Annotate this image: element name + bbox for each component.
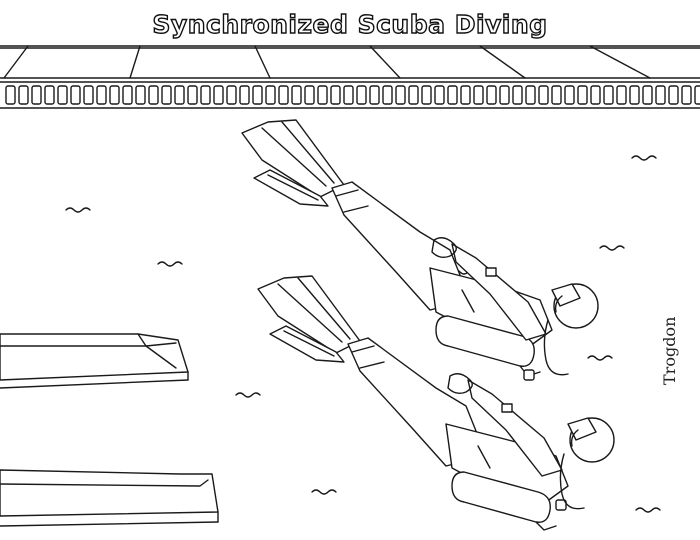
pool-tile [512,85,523,105]
pool-tile [434,85,445,105]
pool-tile [473,85,484,105]
pool-tile [135,85,146,105]
pool-tile [317,85,328,105]
pool-tile [213,85,224,105]
pool-tile [525,85,536,105]
pool-tile [122,85,133,105]
pool-tile [499,85,510,105]
artist-signature: Trogdon [660,316,679,385]
pool-tile [629,85,640,105]
pool-tile [421,85,432,105]
pool-tile [668,85,679,105]
pool-tile [356,85,367,105]
pool-tile [681,85,692,105]
pool-tile [343,85,354,105]
pool-tile [369,85,380,105]
pool-tile [382,85,393,105]
pool-tile [538,85,549,105]
pool-tile [226,85,237,105]
pool-tile [616,85,627,105]
pool-tile [239,85,250,105]
pool-tile [655,85,666,105]
pool-tile [603,85,614,105]
pool-tile [265,85,276,105]
pool-tile [109,85,120,105]
pool-tile-row [0,81,700,109]
pool-tile [577,85,588,105]
diving-board-lower [0,469,219,527]
pool-tile [18,85,29,105]
pool-tile [5,85,16,105]
cartoon-title: Synchronized Scuba Diving [152,9,548,39]
pool-tile [161,85,172,105]
pool-tile [278,85,289,105]
pool-tile [460,85,471,105]
pool-tile [590,85,601,105]
pool-tile [395,85,406,105]
pool-tile [187,85,198,105]
pool-tile [200,85,211,105]
diving-board-upper [0,333,189,389]
pool-tile [70,85,81,105]
pool-tile [694,85,700,105]
pool-deck [0,45,700,79]
pool-tile [31,85,42,105]
pool-tile [564,85,575,105]
pool-tile [330,85,341,105]
pool-tile [174,85,185,105]
pool-tile [642,85,653,105]
pool-tile [83,85,94,105]
pool-tile [252,85,263,105]
pool-tile [447,85,458,105]
pool-tile [44,85,55,105]
pool-tile [148,85,159,105]
pool-tile [291,85,302,105]
pool-tile [551,85,562,105]
scuba-diver-lower [257,275,615,531]
pool-tile [408,85,419,105]
pool-tile [57,85,68,105]
pool-tile [304,85,315,105]
scuba-diver-upper [241,119,599,381]
pool-tile [96,85,107,105]
pool-tile [486,85,497,105]
